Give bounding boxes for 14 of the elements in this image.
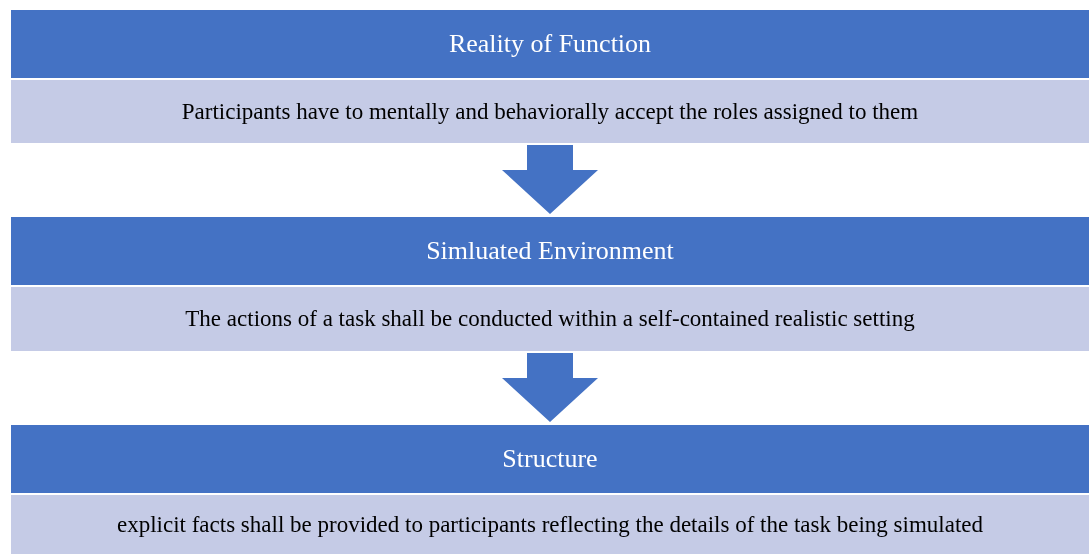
heading-text: Reality of Function — [448, 29, 652, 59]
heading-band — [11, 425, 1089, 493]
heading-band — [11, 217, 1089, 285]
block-arrow — [502, 353, 598, 422]
description-band — [11, 495, 1089, 554]
heading-text: Structure — [502, 444, 598, 474]
block-arrow — [502, 145, 598, 214]
heading-band — [11, 10, 1089, 78]
description-text: The actions of a task shall be conducted within a self-contained realistic setting — [185, 306, 915, 332]
description-band — [11, 287, 1089, 351]
description-text: explicit facts shall be provided to participants reflecting the details of the task being simulated — [116, 511, 984, 538]
heading-text: Simluated Environment — [426, 236, 674, 266]
description-text: Participants have to mentally and behaviorally accept the roles assigned to them — [181, 98, 919, 125]
description-band — [11, 80, 1089, 143]
